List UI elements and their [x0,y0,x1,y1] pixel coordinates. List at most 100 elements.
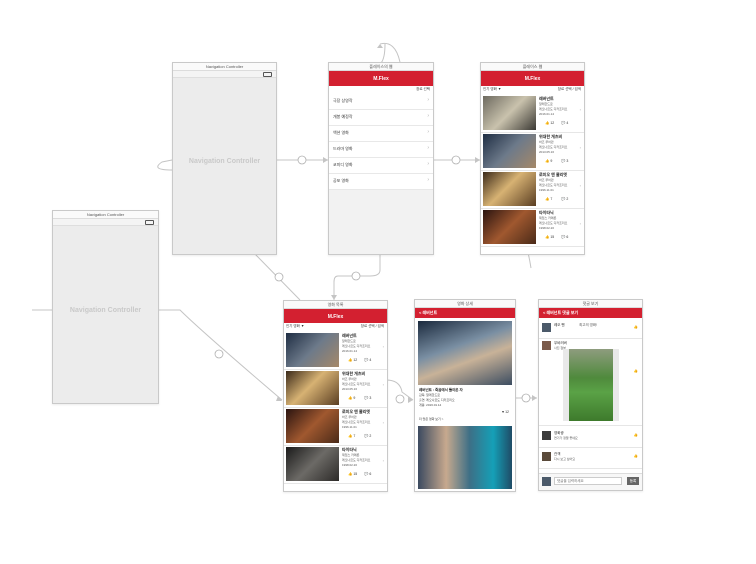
avatar [542,452,551,461]
movie-poster [483,210,536,244]
sort-dropdown[interactable]: 인기 영화 ▼ [483,87,502,91]
chevron-right-icon: › [382,344,384,349]
movie-list-scene-2[interactable]: 영화 목록 M.Flex 인기 영화 ▼ 장르 선택 / 검색 레버넌트 알레한… [283,300,388,492]
battery-icon [145,220,154,225]
like-icon[interactable]: 👍 [633,454,638,458]
navigation-controller-label: Navigation Controller [69,307,142,314]
comment-count: 💬 6 [364,472,372,476]
photo-frame [563,349,619,421]
movie-detail-scene[interactable]: 영화 상세 < 레버넌트 레버넌트 : 죽음에서 돌아온 자 감독: 알레한드로… [414,299,516,492]
like-count: 👍 7 [545,197,553,201]
comment-count: 💬 3 [364,396,372,400]
release-text: 개봉: 2016.01.14 [419,403,442,407]
chevron-right-icon: › [427,129,429,135]
category-row[interactable]: 드라마 영화› [329,141,433,158]
comments-scene[interactable]: 댓글 보기 < 레버넌트 댓글 보기 레오 팬 최고의 영화! 👍 무비러버 사… [538,299,643,491]
category-scene[interactable]: 플레이스의 웹 M.Flex 장르 선택 극장 상영작› 개봉 예정작› 액션 … [328,62,434,255]
battery-icon [263,72,272,77]
filter-bar: 인기 영화 ▼ 장르 선택 / 검색 [481,86,584,93]
movie-cell[interactable]: 레버넌트 알레한드로 레오나르도 디카프리오 2016.01.14 👍 12 💬… [481,94,584,133]
comment-row[interactable]: 영화광 연기가 정말 좋네요 👍 [539,427,642,448]
navigation-controller-scene-2[interactable]: Navigation Controller Navigation Control… [52,210,159,404]
empty-area [329,190,433,254]
sort-dropdown[interactable]: 인기 영화 ▼ [286,324,305,328]
comment-row[interactable]: 무비러버 사진 첨부 👍 [539,339,642,426]
chevron-right-icon: › [579,107,581,112]
scene-title: 영화 상세 [415,300,515,308]
scene-title: 영화 목록 [284,301,387,309]
movie-cell[interactable]: 로미오 앤 줄리엣 바즈 루어만 레오나르도 디카프리오 1996.11.01 … [481,170,584,209]
scene-body [53,226,158,403]
like-count: 👍 9 [348,396,356,400]
chevron-right-icon: › [382,420,384,425]
scene-title: 플레이스 웹 [481,63,584,71]
back-title[interactable]: < 레버넌트 [419,310,438,315]
movie-cell[interactable]: 타이타닉 제임스 카메론 레오나르도 디카프리오 1998.02.20 👍 15… [481,208,584,247]
category-row[interactable]: 액션 영화› [329,125,433,142]
navigation-controller-label: Navigation Controller [188,158,261,165]
chevron-right-icon: › [427,97,429,103]
like-count: 👍 15 [348,472,358,476]
category-row[interactable]: 공포 영화› [329,173,433,190]
movie-poster [286,371,339,405]
movie-cell[interactable]: 레버넌트 알레한드로 레오나르도 디카프리오 2016.01.14 👍 12 💬… [284,331,387,370]
genre-search-link[interactable]: 장르 선택 / 검색 [360,324,384,328]
nav-bar[interactable]: < 레버넌트 [415,308,515,318]
comment-count: 💬 6 [561,235,569,239]
category-row[interactable]: 극장 상영작› [329,93,433,110]
movie-cell[interactable]: 위대한 개츠비 바즈 루어만 레오나르도 디카프리오 2013.05.16 👍 … [481,132,584,171]
movie-poster [483,134,536,168]
genre-search-link[interactable]: 장르 선택 / 검색 [557,87,581,91]
comment-count: 💬 2 [364,434,372,438]
comment-row[interactable]: 레오 팬 최고의 영화! 👍 [539,320,642,339]
movie-poster [286,447,339,481]
more-movies-link[interactable]: 더 많은 영화 보기 > [419,417,444,421]
movie-poster [286,409,339,443]
scene-title: 플레이스의 웹 [329,63,433,71]
filter-bar: 인기 영화 ▼ 장르 선택 / 검색 [284,323,387,330]
nav-bar[interactable]: < 레버넌트 댓글 보기 [539,308,642,318]
movie-cell[interactable]: 로미오 앤 줄리엣 바즈 루어만 레오나르도 디카프리오 1996.11.01 … [284,407,387,446]
avatar [542,477,551,486]
like-icon[interactable]: 👍 [633,433,638,437]
back-title[interactable]: < 레버넌트 댓글 보기 [543,310,579,315]
comment-count: 💬 2 [561,197,569,201]
movie-list-scene-1[interactable]: 플레이스 웹 M.Flex 인기 영화 ▼ 장르 선택 / 검색 레버넌트 알레… [480,62,585,255]
like-icon[interactable]: 👍 [633,325,638,329]
movie-cell[interactable]: 위대한 개츠비 바즈 루어만 레오나르도 디카프리오 2013.05.16 👍 … [284,369,387,408]
related-movie-image[interactable] [418,426,512,489]
comment-photo[interactable] [569,349,613,421]
scene-title: Navigation Controller [173,63,276,71]
chevron-right-icon: › [427,161,429,167]
chevron-right-icon: › [579,183,581,188]
send-button[interactable]: 등록 [627,477,639,485]
chevron-right-icon: › [579,221,581,226]
like-icon[interactable]: 👍 [633,369,638,373]
navigation-controller-scene-1[interactable]: Navigation Controller Navigation Control… [172,62,277,255]
scene-body [173,78,276,254]
like-button[interactable]: ♥ 12 [502,410,509,414]
subtitle: 장르 선택 [416,87,430,91]
like-count: 👍 12 [545,121,555,125]
like-count: 👍 9 [545,159,553,163]
category-row[interactable]: 코미디 영화› [329,157,433,174]
movie-backdrop-image [418,321,512,385]
comment-count: 💬 4 [364,358,372,362]
movie-cell[interactable]: 타이타닉 제임스 카메론 레오나르도 디카프리오 1998.02.20 👍 15… [284,445,387,484]
avatar [542,323,551,332]
cast-text: 출연: 레오나르도 디카프리오 [419,398,455,402]
chevron-right-icon: › [382,382,384,387]
nav-title: M.Flex [327,314,344,320]
category-row[interactable]: 개봉 예정작› [329,109,433,126]
director-text: 감독: 알레한드로 [419,393,440,397]
scene-title: Navigation Controller [53,211,158,219]
status-bar [173,71,276,78]
movie-title-text: 레버넌트 : 죽음에서 돌아온 자 [419,388,463,392]
comment-input[interactable] [554,477,622,485]
status-bar [53,219,158,226]
comment-count: 💬 4 [561,121,569,125]
avatar [542,341,551,350]
nav-title: M.Flex [373,76,389,82]
nav-bar: M.Flex [481,71,584,86]
comment-row[interactable]: 관객 다시 보고 싶어요 👍 [539,448,642,469]
